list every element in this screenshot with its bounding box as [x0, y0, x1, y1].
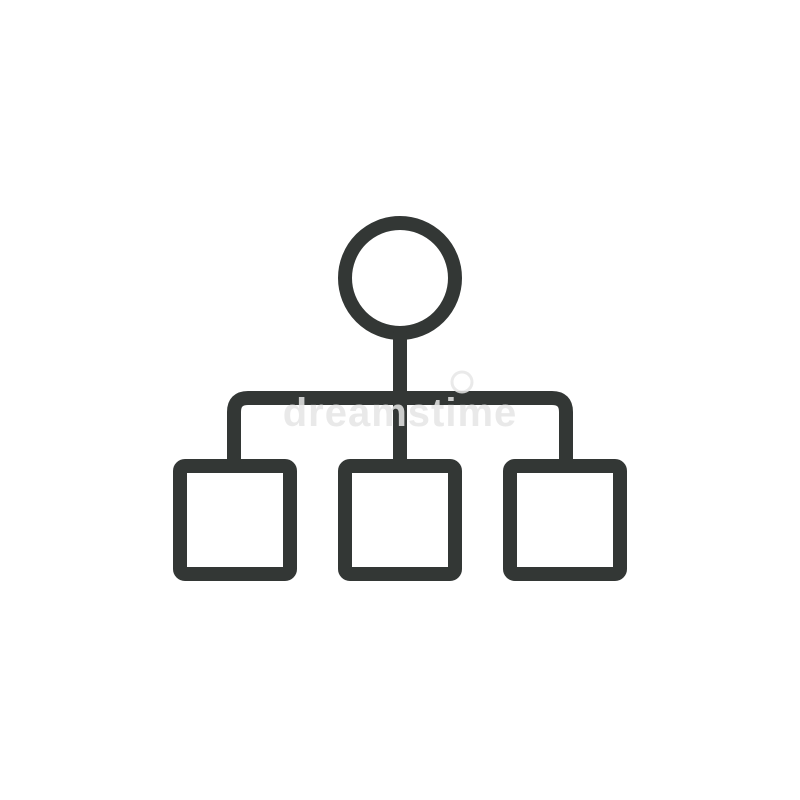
watermark-logo-icon: [450, 370, 474, 394]
watermark-text: dreamstime: [283, 391, 518, 435]
child-node-right: [503, 459, 627, 581]
child-node-center: [338, 459, 462, 581]
root-node-circle: [338, 216, 462, 340]
branch-connector: [227, 391, 573, 472]
child-node-left: [173, 459, 297, 581]
